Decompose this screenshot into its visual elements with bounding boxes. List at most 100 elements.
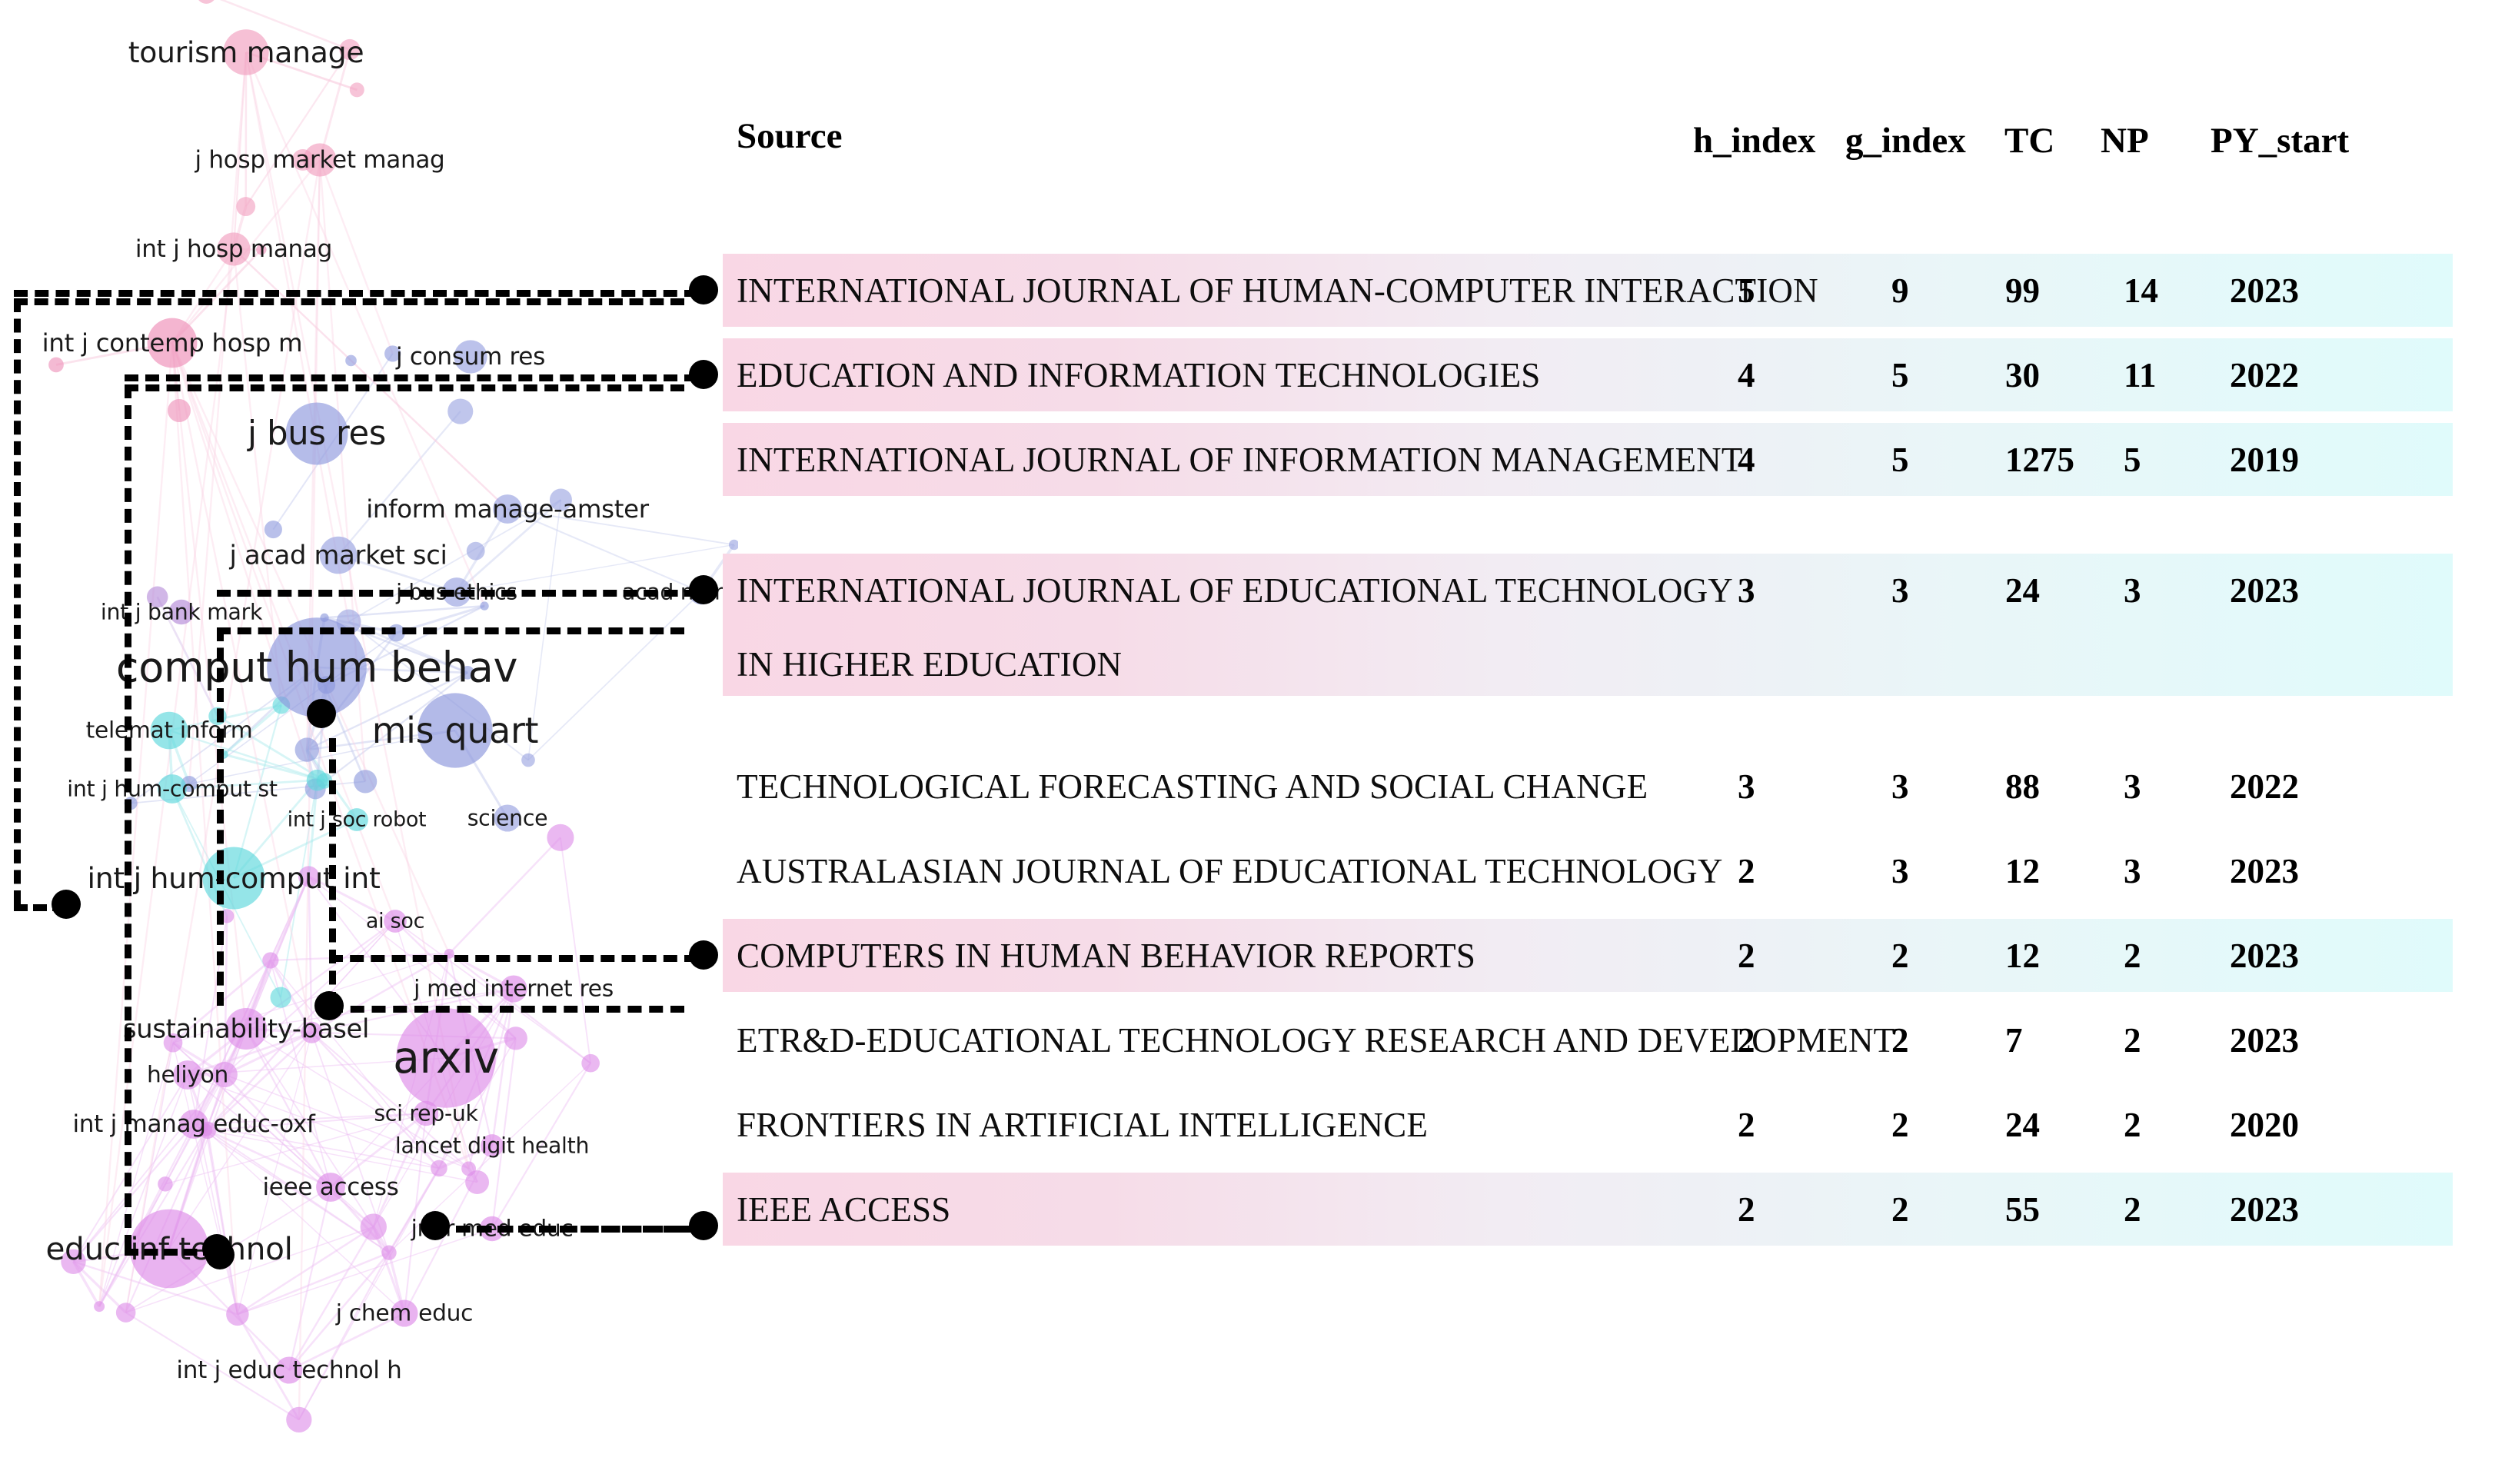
- column-header-tc[interactable]: TC: [2004, 121, 2055, 161]
- graph-node[interactable]: [381, 1245, 397, 1260]
- graph-node[interactable]: [454, 340, 487, 374]
- graph-node[interactable]: [301, 1021, 323, 1043]
- cell-source: TECHNOLOGICAL FORECASTING AND SOCIAL CHA…: [737, 767, 1648, 806]
- graph-node[interactable]: [384, 345, 401, 362]
- table-row[interactable]: ETR&D-EDUCATIONAL TECHNOLOGY RESEARCH AN…: [723, 1003, 2453, 1076]
- graph-node[interactable]: [285, 402, 348, 465]
- graph-node[interactable]: [349, 82, 364, 98]
- graph-node[interactable]: [547, 824, 574, 851]
- graph-node[interactable]: [168, 599, 195, 625]
- graph-node[interactable]: [286, 1406, 312, 1433]
- table-row[interactable]: AUSTRALASIAN JOURNAL OF EDUCATIONAL TECH…: [723, 834, 2453, 907]
- graph-node[interactable]: [384, 910, 407, 933]
- graph-node[interactable]: [306, 769, 328, 791]
- cell-source: ETR&D-EDUCATIONAL TECHNOLOGY RESEARCH AN…: [737, 1021, 1895, 1060]
- graph-node[interactable]: [294, 737, 319, 762]
- graph-edge: [314, 671, 468, 790]
- graph-node[interactable]: [179, 1110, 208, 1139]
- graph-node[interactable]: [345, 354, 357, 367]
- graph-node[interactable]: [147, 318, 198, 368]
- graph-node[interactable]: [504, 1026, 527, 1050]
- graph-node[interactable]: [298, 866, 320, 887]
- graph-node[interactable]: [225, 1008, 267, 1050]
- cell-source: INTERNATIONAL JOURNAL OF INFORMATION MAN…: [737, 441, 1743, 479]
- graph-node[interactable]: [413, 1100, 439, 1126]
- graph-node[interactable]: [48, 357, 64, 373]
- graph-node[interactable]: [196, 0, 216, 4]
- graph-node[interactable]: [339, 38, 361, 61]
- column-header-source[interactable]: Source: [737, 116, 843, 156]
- cell-source: INTERNATIONAL JOURNAL OF HUMAN-COMPUTER …: [737, 271, 1818, 310]
- column-header-np[interactable]: NP: [2101, 121, 2149, 161]
- graph-node-label: int j educ technol h: [176, 1356, 402, 1384]
- graph-node[interactable]: [316, 1173, 345, 1202]
- graph-node[interactable]: [236, 197, 256, 217]
- graph-node[interactable]: [465, 1170, 490, 1194]
- graph-node[interactable]: [500, 975, 527, 1003]
- graph-node[interactable]: [728, 539, 738, 551]
- graph-node[interactable]: [256, 244, 267, 255]
- table-row[interactable]: INTERNATIONAL JOURNAL OF HUMAN-COMPUTER …: [723, 254, 2453, 327]
- graph-node[interactable]: [521, 753, 535, 767]
- graph-node[interactable]: [431, 1160, 447, 1177]
- graph-node[interactable]: [150, 711, 188, 750]
- graph-edge: [298, 1168, 440, 1420]
- graph-node[interactable]: [481, 1134, 504, 1157]
- graph-node[interactable]: [494, 804, 521, 832]
- graph-node[interactable]: [418, 693, 493, 768]
- graph-node[interactable]: [158, 1176, 173, 1192]
- graph-node-label: j consum res: [396, 343, 545, 371]
- graph-node[interactable]: [275, 1356, 303, 1384]
- graph-edge: [245, 920, 396, 1030]
- graph-node[interactable]: [94, 1301, 105, 1313]
- graph-edge: [206, 1130, 239, 1315]
- graph-node[interactable]: [223, 29, 269, 75]
- column-header-py-start[interactable]: PY_start: [2211, 121, 2350, 161]
- graph-node[interactable]: [319, 536, 358, 574]
- graph-node[interactable]: [226, 1303, 249, 1326]
- graph-node[interactable]: [211, 1061, 238, 1088]
- graph-node[interactable]: [146, 586, 168, 608]
- graph-node[interactable]: [581, 1053, 600, 1073]
- graph-node[interactable]: [267, 617, 367, 717]
- graph-node[interactable]: [217, 232, 251, 266]
- graph-node[interactable]: [493, 494, 522, 524]
- column-header-h-index[interactable]: h_index: [1693, 121, 1816, 161]
- graph-node[interactable]: [115, 1303, 136, 1323]
- graph-node[interactable]: [360, 1213, 387, 1240]
- graph-node[interactable]: [447, 398, 474, 424]
- graph-node[interactable]: [262, 952, 279, 969]
- graph-node-label: int j hum-comput st: [67, 776, 278, 802]
- graph-node[interactable]: [353, 770, 378, 794]
- graph-edge: [168, 1032, 313, 1249]
- graph-node[interactable]: [264, 521, 282, 539]
- graph-edge: [308, 876, 313, 1033]
- graph-node[interactable]: [396, 1008, 496, 1108]
- graph-node[interactable]: [391, 1299, 418, 1327]
- table-row[interactable]: INTERNATIONAL JOURNAL OF EDUCATIONAL TEC…: [723, 554, 2453, 696]
- cell-source: COMPUTERS IN HUMAN BEHAVIOR REPORTS: [737, 937, 1476, 975]
- graph-node[interactable]: [345, 808, 368, 831]
- graph-node[interactable]: [158, 774, 187, 804]
- table-row[interactable]: TECHNOLOGICAL FORECASTING AND SOCIAL CHA…: [723, 750, 2453, 823]
- graph-node[interactable]: [461, 665, 474, 680]
- graph-node[interactable]: [61, 1249, 86, 1274]
- graph-node[interactable]: [129, 1209, 209, 1289]
- cell-source: AUSTRALASIAN JOURNAL OF EDUCATIONAL TECH…: [737, 852, 1723, 890]
- graph-node[interactable]: [270, 987, 291, 1008]
- graph-node[interactable]: [466, 541, 485, 561]
- graph-node[interactable]: [168, 399, 191, 422]
- graph-node[interactable]: [163, 1033, 183, 1053]
- graph-edge: [168, 729, 325, 782]
- column-header-g-index[interactable]: g_index: [1845, 121, 1966, 161]
- table-row[interactable]: INTERNATIONAL JOURNAL OF INFORMATION MAN…: [723, 423, 2453, 496]
- graph-node[interactable]: [173, 1060, 202, 1090]
- graph-node[interactable]: [303, 143, 337, 177]
- graph-node[interactable]: [549, 488, 572, 511]
- graph-node-label: heliyon: [146, 1061, 229, 1089]
- graph-node[interactable]: [480, 601, 489, 611]
